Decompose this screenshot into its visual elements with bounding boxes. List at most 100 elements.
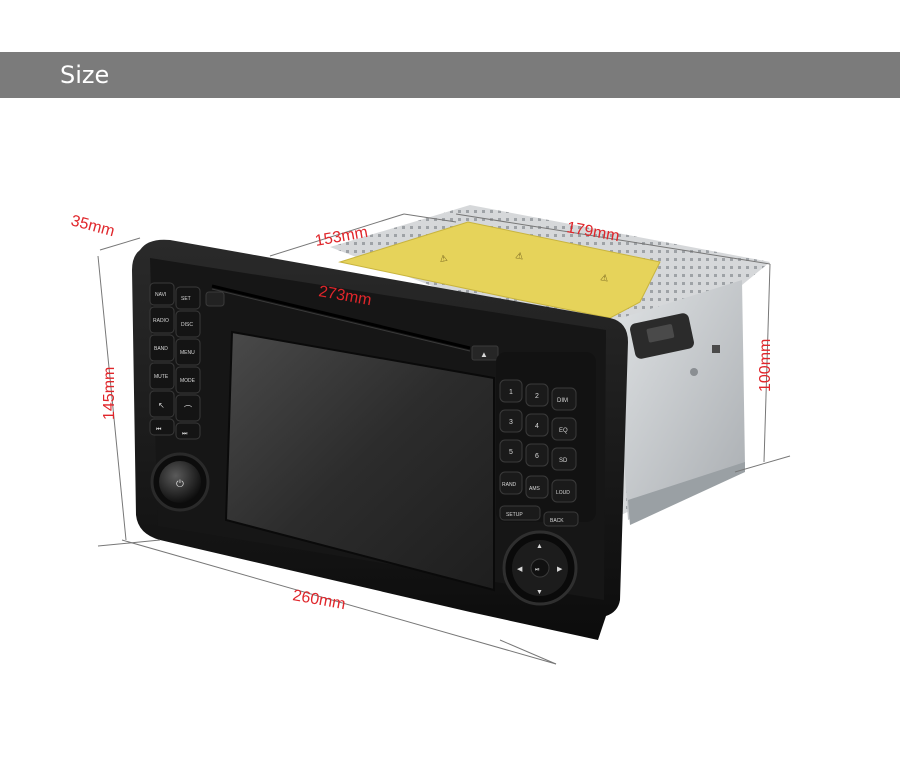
left-key-mute-label: MUTE	[154, 374, 169, 380]
navigation-dial: ▲ ▼ ◀ ▶ ⏯	[502, 530, 578, 606]
play-pause-icon: ⏯	[535, 567, 540, 573]
svg-text:3: 3	[509, 419, 513, 426]
right-key-loud-label: LOUD	[556, 490, 570, 496]
left-key-prev	[149, 418, 175, 436]
svg-text:DISC: DISC	[181, 322, 193, 328]
setup-label: SETUP	[506, 512, 523, 518]
dim-front-height: 145mm	[101, 367, 118, 420]
right-key-4-label: 4	[535, 423, 539, 430]
left-small-button	[205, 291, 225, 307]
right-key-6	[525, 443, 549, 467]
left-key-band	[149, 334, 175, 362]
left-key-next	[175, 422, 201, 440]
left-key-disc	[175, 310, 201, 338]
left-key-disc-label: DISC	[181, 322, 193, 328]
volume-knob: ⏻	[150, 452, 210, 512]
dim-depth-front: 35mm	[69, 212, 116, 240]
back-label: BACK	[550, 518, 564, 524]
left-key-radio-label: RADIO	[153, 318, 169, 324]
svg-text:EQ: EQ	[559, 428, 568, 434]
right-key-eq	[551, 417, 577, 441]
left-key-radio	[149, 306, 175, 334]
right-key-dim-label: DIM	[557, 398, 568, 404]
right-key-sd	[551, 447, 577, 471]
svg-text:MENU: MENU	[180, 350, 195, 356]
right-key-1	[499, 379, 523, 403]
right-key-sd-label: SD	[559, 458, 568, 464]
dial-down-icon: ▼	[536, 589, 543, 596]
phone-icon: ↖	[158, 401, 165, 410]
svg-text:6: 6	[535, 453, 539, 460]
svg-text:RADIO: RADIO	[153, 318, 169, 324]
svg-text:5: 5	[509, 449, 513, 456]
dimension-annotations	[97, 213, 791, 665]
svg-text:4: 4	[535, 423, 539, 430]
svg-text:AMS: AMS	[529, 486, 541, 492]
svg-text:▲: ▲	[480, 350, 488, 359]
right-key-rand	[499, 471, 523, 495]
right-key-ams	[525, 475, 549, 499]
svg-text:LOUD: LOUD	[556, 490, 570, 496]
svg-text:⚠: ⚠	[439, 253, 449, 264]
right-key-2	[525, 383, 549, 407]
svg-text:RAND: RAND	[502, 482, 517, 488]
svg-text:⚠: ⚠	[600, 272, 610, 283]
svg-text:1: 1	[509, 389, 513, 396]
svg-text:BAND: BAND	[154, 346, 168, 352]
power-icon: ⏻	[176, 479, 184, 490]
metal-chassis: ⚠ ⚠ ⚠	[330, 205, 770, 525]
right-key-1-label: 1	[509, 389, 513, 396]
section-title: Size	[60, 61, 110, 89]
right-key-2-label: 2	[535, 393, 539, 400]
eject-button	[471, 345, 499, 361]
left-key-navi	[149, 282, 175, 306]
right-key-rand-label: RAND	[502, 482, 517, 488]
right-key-3-label: 3	[509, 419, 513, 426]
left-key-mode-label: MODE	[180, 378, 196, 384]
right-key-4	[525, 413, 549, 437]
warning-label	[338, 221, 661, 319]
right-key-eq-label: EQ	[559, 428, 568, 434]
right-key-dim	[551, 387, 577, 411]
left-key-navi-label: NAVI	[155, 292, 166, 298]
svg-text:DIM: DIM	[557, 398, 568, 404]
left-button-column: NAVI SET RADIO DISC BAND MENU MUTE MODE …	[149, 282, 225, 440]
right-key-loud	[551, 479, 577, 503]
svg-text:SETUP: SETUP	[506, 512, 523, 518]
dim-front-width: 260mm	[291, 587, 347, 613]
svg-text:NAVI: NAVI	[155, 292, 166, 298]
dial-left-icon: ◀	[517, 566, 523, 573]
section-header-bar: Size	[0, 52, 900, 98]
left-key-set	[175, 286, 201, 310]
right-keypad: 1 2 DIM 3 4 EQ 5 6 SD RAND AMS LOUD SETU…	[496, 352, 596, 527]
dim-chassis-height: 100mm	[757, 339, 774, 392]
left-key-mode	[175, 366, 201, 394]
hangup-icon: ⌒	[184, 405, 192, 414]
dial-up-icon: ▲	[536, 543, 543, 550]
right-key-3	[499, 409, 523, 433]
next-icon: ⏭	[182, 431, 188, 437]
left-key-call	[149, 390, 175, 418]
svg-text:⚠: ⚠	[515, 250, 525, 261]
disc-slot	[211, 284, 471, 350]
left-key-band-label: BAND	[154, 346, 168, 352]
right-key-5	[499, 439, 523, 463]
setup-button	[499, 505, 541, 521]
right-key-ams-label: AMS	[529, 486, 541, 492]
svg-text:SET: SET	[181, 296, 191, 302]
connector-bracket	[630, 313, 720, 376]
left-key-hangup	[175, 394, 201, 422]
prev-icon: ⏮	[156, 427, 162, 433]
svg-text:BACK: BACK	[550, 518, 564, 524]
right-key-6-label: 6	[535, 453, 539, 460]
svg-text:2: 2	[535, 393, 539, 400]
svg-text:SD: SD	[559, 458, 568, 464]
left-key-mute	[149, 362, 175, 390]
dial-right-icon: ▶	[557, 566, 563, 573]
svg-text:MUTE: MUTE	[154, 374, 169, 380]
right-key-5-label: 5	[509, 449, 513, 456]
svg-text:MODE: MODE	[180, 378, 196, 384]
left-key-menu	[175, 338, 201, 366]
left-key-menu-label: MENU	[180, 350, 195, 356]
